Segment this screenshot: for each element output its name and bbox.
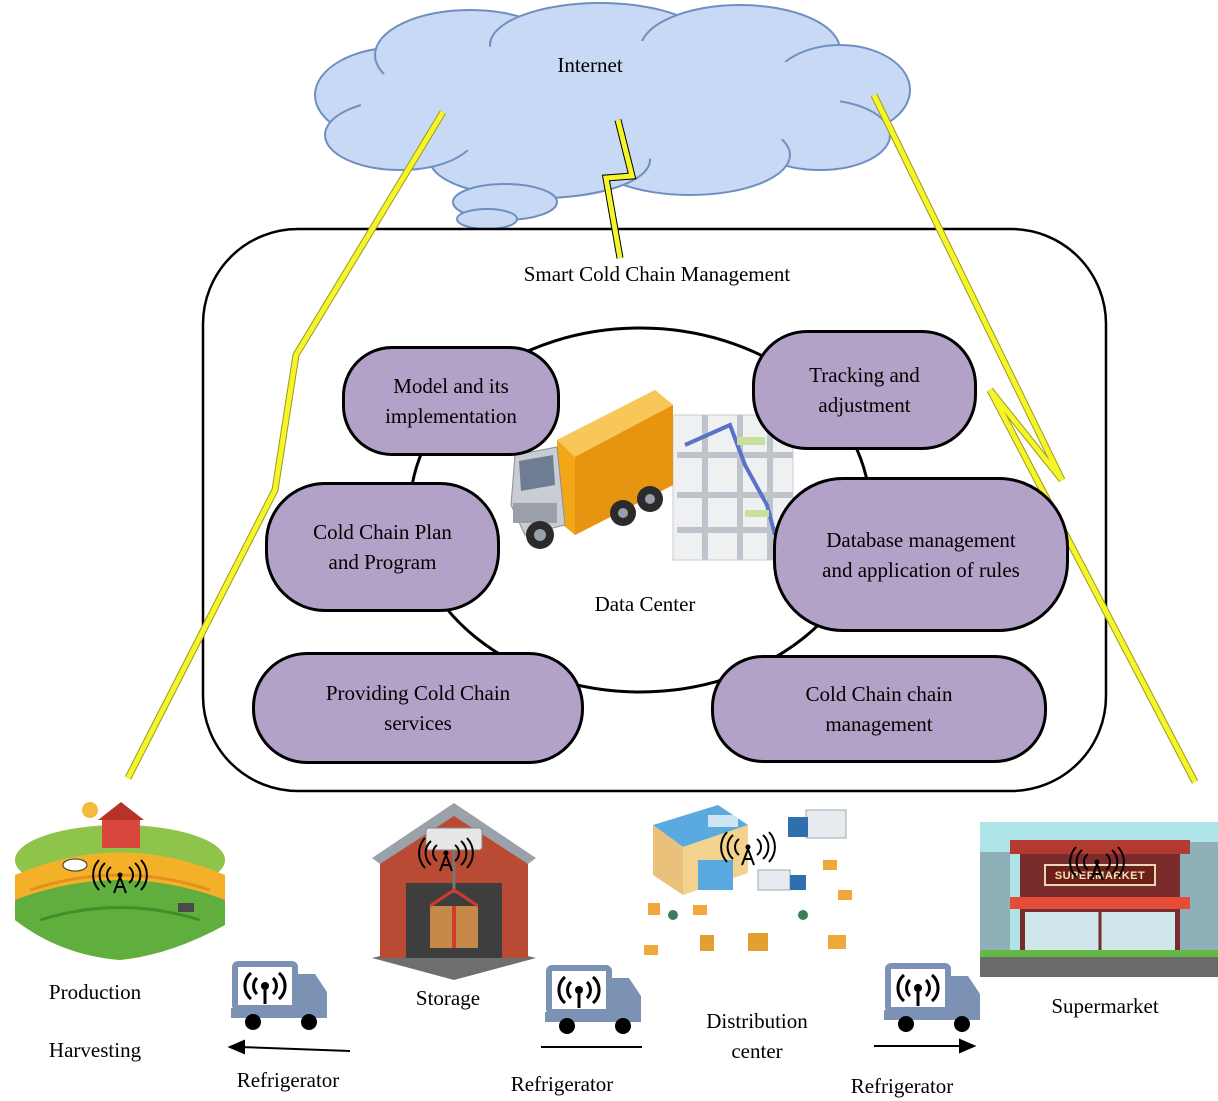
system-title: Smart Cold Chain Management [523, 262, 791, 286]
internet-label: Internet [557, 53, 623, 77]
supermarket-label: Supermarket [1051, 994, 1159, 1018]
internet-cloud [314, 2, 911, 230]
storage-image [368, 798, 540, 980]
data-center-label: Data Center [594, 592, 696, 616]
module-label-line: implementation [385, 404, 517, 428]
module-label-line: and application of rules [822, 557, 1020, 582]
module-tracking-adjustment: Tracking and adjustment [752, 330, 977, 450]
module-plan-program: Cold Chain Plan and Program [265, 482, 500, 612]
module-label-line: Database management [826, 527, 1016, 552]
truck-image [510, 390, 673, 549]
module-model-implementation: Model and its implementation [342, 346, 560, 456]
refrigerator-label-3: Refrigerator [850, 1074, 954, 1098]
management-frame [201, 227, 1108, 793]
transport-arrows [227, 1038, 977, 1055]
module-label-line: Cold Chain chain [805, 682, 953, 706]
refrigerator-label-2: Refrigerator [510, 1072, 614, 1096]
storage-label: Storage [415, 986, 481, 1010]
supermarket-sign: SUPERMARKET [1054, 870, 1146, 882]
refrigerator-label-1: Refrigerator [236, 1068, 340, 1092]
refrigerator-truck-icon [884, 966, 980, 1032]
refrigerator-truck-icon [231, 964, 327, 1030]
distribution-label-line2: center [731, 1039, 783, 1063]
distribution-image [638, 795, 863, 975]
module-label-line: management [825, 712, 933, 736]
module-chain-management: Cold Chain chain management [711, 655, 1047, 763]
production-label: Production [48, 980, 142, 1004]
module-label-line: Model and its [393, 374, 509, 398]
module-label-line: and Program [328, 550, 437, 574]
farm-image [10, 790, 232, 976]
module-label-line: services [384, 711, 452, 735]
module-database-rules: Database management and application of ru… [773, 477, 1069, 632]
supermarket-image: SUPERMARKET [980, 822, 1218, 977]
module-label-line: Cold Chain Plan [313, 520, 452, 544]
wireless-links [124, 93, 1199, 784]
harvesting-label: Harvesting [48, 1038, 142, 1062]
refrigerator-truck-icon [545, 968, 641, 1034]
module-label-line: adjustment [818, 393, 911, 417]
module-label-line: Providing Cold Chain [325, 681, 511, 705]
module-providing-services: Providing Cold Chain services [252, 652, 584, 764]
distribution-label-line1: Distribution [706, 1009, 808, 1033]
module-label-line: Tracking and [809, 363, 920, 387]
